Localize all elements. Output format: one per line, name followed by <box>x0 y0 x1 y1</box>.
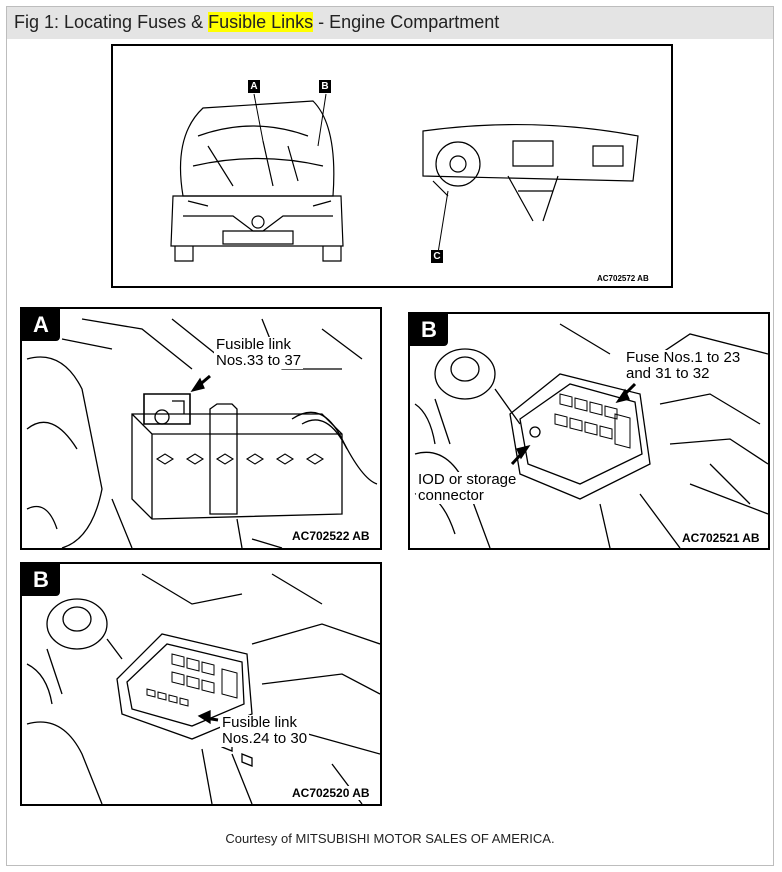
fuse-box-outline <box>116 633 253 740</box>
fuse-label-line1: Fuse Nos.1 to 23 <box>624 349 743 366</box>
title-prefix: Fig 1: Locating Fuses & <box>14 12 209 32</box>
overview-callout-b: B <box>319 80 331 93</box>
panel-b-bottom-label-line1: Fusible link <box>220 714 300 731</box>
panel-a-code: AC702522 AB <box>292 529 370 543</box>
panel-a-label-line1: Fusible link <box>214 336 294 353</box>
figure-title: Fig 1: Locating Fuses & Fusible Links - … <box>7 7 773 39</box>
iod-label-line1: IOD or storage <box>416 471 519 488</box>
car-hood-outline <box>180 100 335 197</box>
figure-credit: Courtesy of MITSUBISHI MOTOR SALES OF AM… <box>225 831 555 846</box>
overview-callout-a: A <box>248 80 260 93</box>
panel-b-top-code: AC702521 AB <box>682 531 760 545</box>
overview-drawing <box>170 93 639 262</box>
overview-panel: A B C AC702572 AB <box>111 44 673 288</box>
panel-a: A Fusible link Nos.33 to 37 AC702522 AB <box>20 307 382 550</box>
panel-b-bottom: B Fusible link Nos.24 to 30 AC702520 AB <box>20 562 382 806</box>
iod-label-line2: connector <box>416 487 486 504</box>
panel-a-label-line2: Nos.33 to 37 <box>214 352 304 369</box>
battery-outline <box>131 413 343 520</box>
panel-b-bottom-label-line2: Nos.24 to 30 <box>220 730 310 747</box>
panel-b-top: B Fuse Nos.1 to 23 and 31 to 32 IOD or s… <box>408 312 770 550</box>
panel-b-bottom-letter: B <box>22 564 60 596</box>
panel-a-letter: A <box>22 309 60 341</box>
panel-b-top-letter: B <box>410 314 448 346</box>
fuse-label-line2: and 31 to 32 <box>624 365 712 382</box>
title-highlight: Fusible Links <box>208 12 314 32</box>
overview-code: AC702572 AB <box>597 274 649 283</box>
overview-callout-c: C <box>431 250 443 263</box>
figure-frame: Fig 1: Locating Fuses & Fusible Links - … <box>6 6 774 866</box>
panel-b-bottom-code: AC702520 AB <box>292 786 370 800</box>
dashboard-outline <box>422 124 639 182</box>
panel-b-bottom-drawing <box>26 573 380 804</box>
panel-a-drawing <box>26 318 378 548</box>
title-suffix: - Engine Compartment <box>313 12 500 32</box>
fuse-box-outline <box>509 373 651 500</box>
